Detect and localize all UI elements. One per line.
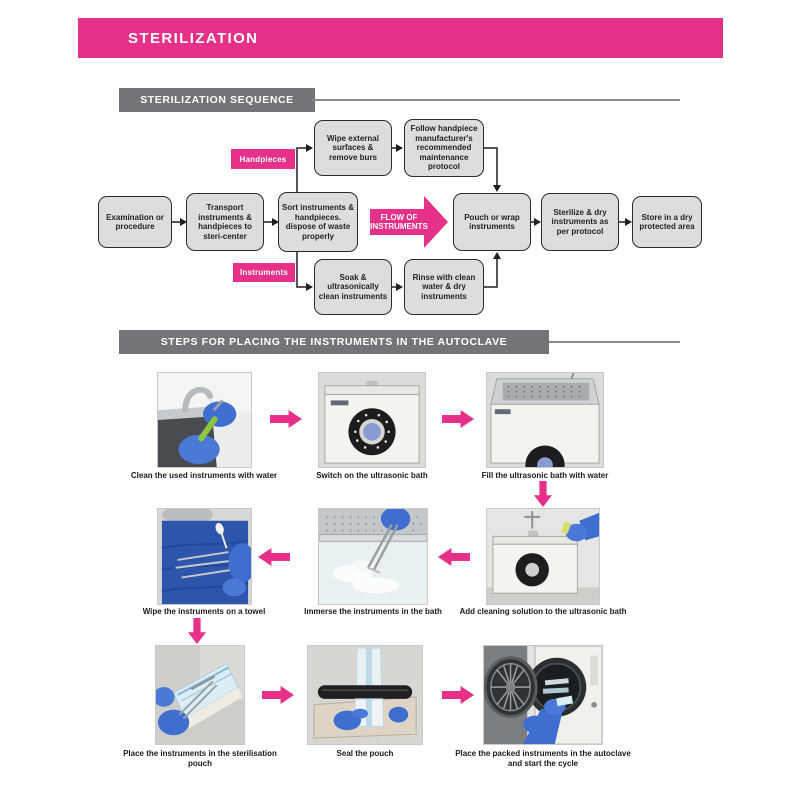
photo-switch-ultrasonic-illustration xyxy=(319,373,425,467)
section-steps-rule xyxy=(549,341,680,343)
photo-clean-instruments xyxy=(157,372,252,468)
step-arrow-right-4 xyxy=(442,686,474,704)
flow-box-examination: Examination or procedure xyxy=(98,196,172,248)
section-sequence-title: STERILIZATION SEQUENCE xyxy=(140,94,294,106)
flow-box-wipe: Wipe external surfaces & remove burs xyxy=(314,120,392,176)
photo-load-autoclave-illustration xyxy=(484,646,602,744)
photo-clean-instruments-illustration xyxy=(158,373,251,467)
step-arrow-right-2 xyxy=(442,410,474,428)
step-caption-seal: Seal the pouch xyxy=(336,749,394,758)
section-sequence-rule xyxy=(312,99,680,101)
step-arrow-left-2 xyxy=(438,548,470,566)
photo-wipe-towel-illustration xyxy=(158,509,251,604)
step-caption-fill: Fill the ultrasonic bath with water xyxy=(481,471,609,480)
photo-fill-ultrasonic xyxy=(486,372,604,468)
step-caption-clean: Clean the used instruments with water xyxy=(130,471,278,480)
step-arrow-left-1 xyxy=(258,548,290,566)
photo-seal-pouch xyxy=(307,645,423,745)
flow-box-sort: Sort instruments & handpieces. dispose o… xyxy=(278,192,358,252)
step-caption-place-pouch: Place the instruments in the sterilisati… xyxy=(123,749,277,768)
step-arrow-right-3 xyxy=(262,686,294,704)
flow-box-pouch: Pouch or wrap instruments xyxy=(453,193,531,251)
flow-box-sterilize: Sterilize & dry instruments as per proto… xyxy=(541,193,619,251)
photo-switch-ultrasonic xyxy=(318,372,426,468)
step-caption-wipe-towel: Wipe the instruments on a towel xyxy=(142,607,266,616)
flow-box-rinse: Rinse with clean water & dry instruments xyxy=(404,259,484,315)
step-caption-add-solution: Add cleaning solution to the ultrasonic … xyxy=(459,607,627,616)
photo-place-pouch xyxy=(155,645,245,745)
photo-load-autoclave xyxy=(483,645,603,745)
section-steps-header: STEPS FOR PLACING THE INSTRUMENTS IN THE… xyxy=(119,330,549,354)
step-caption-immerse: Immerse the instruments in the bath xyxy=(304,607,442,616)
flow-box-store: Store in a dry protected area xyxy=(632,196,702,248)
photo-immerse-instruments xyxy=(318,508,428,605)
step-caption-autoclave: Place the packed instruments in the auto… xyxy=(455,749,631,768)
flow-box-transport: Transport instruments & handpieces to st… xyxy=(186,193,264,251)
photo-add-solution xyxy=(486,508,600,605)
photo-fill-ultrasonic-illustration xyxy=(487,373,603,467)
step-arrow-right-1 xyxy=(270,410,302,428)
photo-add-solution-illustration xyxy=(487,509,599,604)
photo-seal-pouch-illustration xyxy=(308,646,422,744)
page-title: STERILIZATION xyxy=(128,29,259,47)
flow-box-soak: Soak & ultrasonically clean instruments xyxy=(314,259,392,315)
step-caption-switch: Switch on the ultrasonic bath xyxy=(316,471,428,480)
step-arrow-down-1 xyxy=(534,481,552,507)
photo-immerse-instruments-illustration xyxy=(319,509,427,604)
handpieces-label: Handpieces xyxy=(231,149,295,169)
section-steps-title: STEPS FOR PLACING THE INSTRUMENTS IN THE… xyxy=(160,336,508,348)
section-sequence-header: STERILIZATION SEQUENCE xyxy=(119,88,315,112)
photo-wipe-towel xyxy=(157,508,252,605)
photo-place-pouch-illustration xyxy=(156,646,244,744)
instruments-label: Instruments xyxy=(233,263,295,282)
flow-of-instruments-label: FLOW OF INSTRUMENTS xyxy=(370,212,428,232)
step-arrow-down-2 xyxy=(188,618,206,644)
flow-box-follow: Follow handpiece manufacturer's recommen… xyxy=(404,119,484,177)
page-title-bar: STERILIZATION xyxy=(78,18,723,58)
